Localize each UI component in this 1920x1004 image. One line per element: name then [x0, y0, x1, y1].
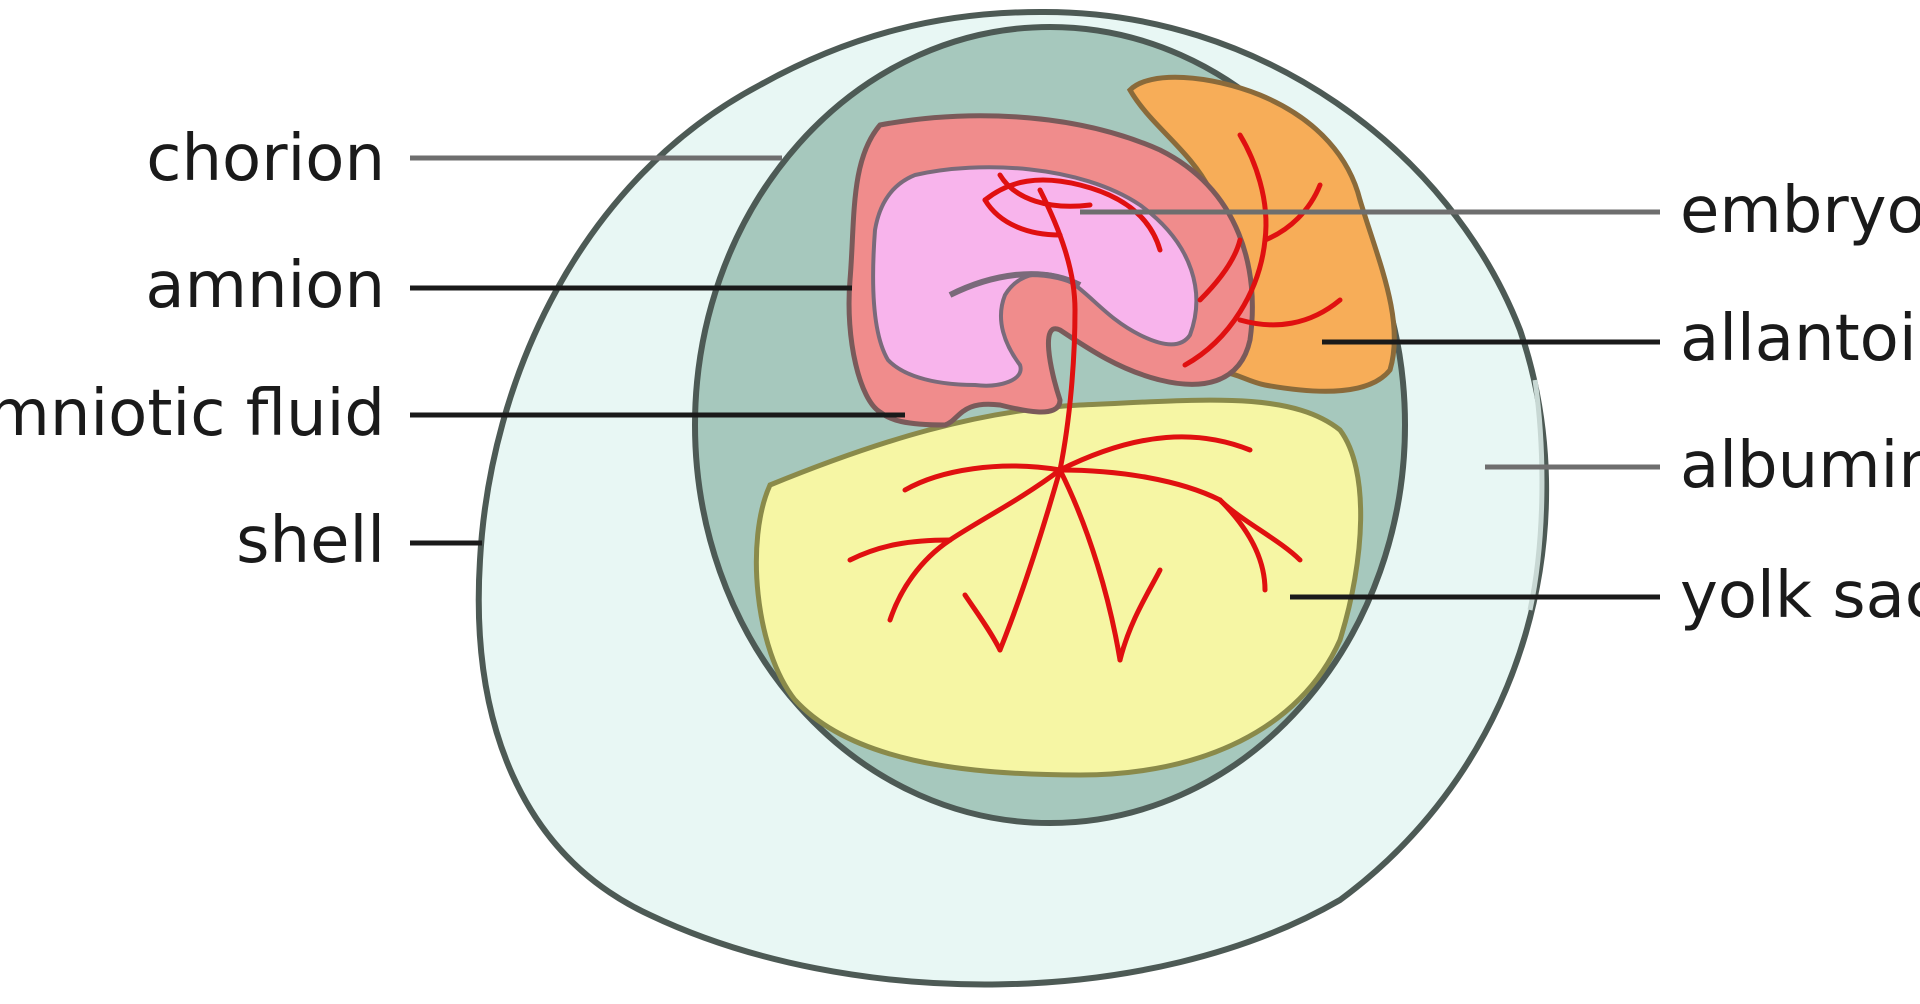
label-chorion: chorion	[146, 122, 385, 196]
label-yolk-sac: yolk sac	[1680, 559, 1920, 633]
label-albumin: albumin	[1680, 429, 1920, 503]
label-allantois: allantois	[1680, 302, 1920, 376]
label-amniotic-fluid: amniotic fluid	[0, 377, 385, 451]
label-amnion: amnion	[145, 249, 385, 323]
yolk-sac	[756, 400, 1360, 775]
label-shell: shell	[236, 504, 385, 578]
label-embryo: embryo	[1680, 174, 1920, 248]
